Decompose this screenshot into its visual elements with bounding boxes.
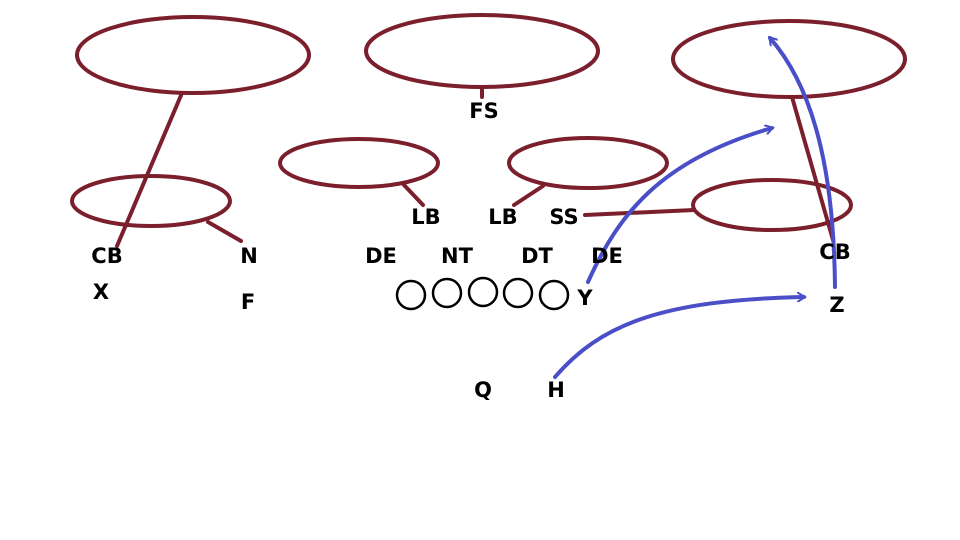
x-label: X	[93, 280, 109, 304]
fs-label: FS	[469, 99, 498, 123]
right-tackle	[538, 279, 570, 311]
lb-right-label: LB	[488, 205, 517, 229]
deep-left-zone	[75, 15, 311, 95]
cb-right-label: CB	[819, 240, 850, 264]
lb-right-assignment-line	[512, 184, 545, 207]
nt-label: NT	[441, 244, 474, 268]
nickel-label: N	[240, 244, 258, 268]
h-route-arrow	[553, 297, 804, 379]
flat-left-zone	[70, 174, 232, 228]
hook-right-zone	[507, 136, 669, 190]
z-label: Z	[829, 293, 844, 317]
left-tackle	[395, 279, 427, 311]
f-label: F	[241, 290, 255, 314]
cb-right-assignment-line	[790, 95, 835, 242]
right-guard	[502, 277, 534, 309]
ss-label: SS	[549, 205, 578, 229]
lb-left-assignment-line	[402, 183, 425, 207]
z-route-arrow	[768, 38, 837, 289]
hook-left-zone	[278, 137, 440, 189]
deep-right-zone	[671, 19, 907, 99]
de-left-label: DE	[365, 244, 397, 268]
dt-label: DT	[521, 244, 553, 268]
flat-right-zone	[691, 178, 853, 232]
y-route-arrow	[586, 128, 772, 284]
deep-middle-zone	[364, 13, 600, 89]
lb-left-label: LB	[411, 205, 440, 229]
cb-left-label: CB	[91, 244, 122, 268]
ss-assignment-line	[583, 208, 696, 217]
de-right-label: DE	[591, 244, 623, 268]
y-label: Y	[576, 286, 593, 310]
cb-left-assignment-line	[115, 91, 184, 248]
h-label: H	[547, 378, 565, 402]
left-guard	[431, 277, 463, 309]
q-label: Q	[474, 378, 492, 402]
nickel-assignment-line	[206, 220, 243, 243]
center	[467, 276, 499, 308]
